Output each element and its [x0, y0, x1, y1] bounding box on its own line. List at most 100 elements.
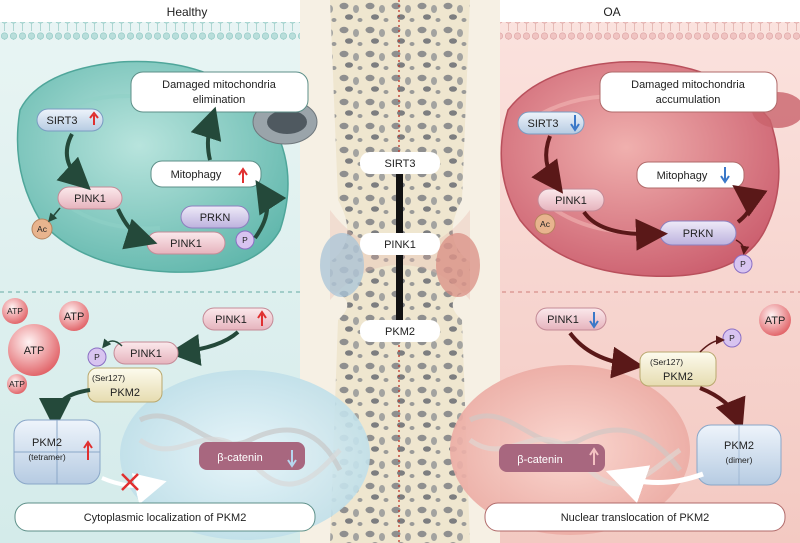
pkm2-dimer-shape	[696, 424, 782, 486]
atp-label-4: ATP	[9, 379, 25, 389]
healthy-p2-badge	[87, 347, 107, 367]
healthy-mitophagy-box	[150, 160, 262, 188]
oa-beta-catenin-label: β-catenin	[517, 454, 562, 466]
oa-pkm2-label: PKM2	[663, 371, 693, 383]
healthy-pkm2-label: PKM2	[110, 387, 140, 399]
oa-sirt3-pill	[517, 111, 585, 135]
healthy-caption-box	[14, 502, 316, 532]
healthy-title: Healthy	[167, 5, 208, 19]
oa-pink1-label: PINK1	[555, 195, 587, 207]
oa-p-label: P	[740, 259, 746, 269]
atp-label-1: ATP	[7, 306, 23, 316]
oa-pink1-pill	[537, 188, 605, 212]
oa-beta-catenin-up-arrow-icon	[589, 447, 599, 465]
healthy-damaged-box	[130, 71, 309, 113]
healthy-ac-badge	[31, 218, 53, 240]
healthy-pink1c-pill	[202, 307, 274, 331]
healthy-pink1-label: PINK1	[74, 193, 106, 205]
sirt3-to-pink1-arrow	[56, 133, 91, 191]
oa-prkn-label: PRKN	[683, 228, 714, 240]
healthy-header-strip	[0, 0, 330, 22]
oa-beta-catenin-box	[499, 444, 605, 472]
oa-pkm2-box	[639, 351, 717, 387]
healthy-caption: Cytoplasmic localization of PKM2	[84, 512, 247, 524]
healthy-p2-label: P	[94, 352, 100, 362]
healthy-pink1c-label: PINK1	[215, 314, 247, 326]
oa-membrane	[470, 22, 800, 40]
oa-ser127-label: (Ser127)	[650, 357, 683, 367]
healthy-sirt3-label: SIRT3	[47, 115, 78, 127]
healthy-pink1d-label: PINK1	[130, 348, 162, 360]
oa-pink1c-pill	[535, 307, 607, 331]
oa-pink1-to-prkn-arrow	[582, 210, 668, 251]
healthy-prkn-label: PRKN	[200, 212, 231, 224]
mitophagy-up-arrow-icon	[238, 167, 248, 183]
oa-ac-badge	[534, 213, 556, 235]
atp-circle-1	[2, 298, 28, 324]
oa-dimer-pkm2-label: PKM2	[724, 440, 754, 452]
atp-label-2: ATP	[64, 311, 85, 323]
healthy-sirt3-pill	[36, 108, 104, 132]
pink1c-up-arrow-icon	[257, 310, 267, 326]
oa-pink1c-down-arrow-icon	[589, 312, 599, 329]
pink1-to-pink1b-arrow	[116, 208, 158, 250]
oa-pkm2-to-dimer-arrow	[699, 386, 746, 432]
oa-nuclear-translocation-arrow	[605, 465, 704, 504]
healthy-membrane	[0, 22, 330, 40]
atp-circle-2	[59, 301, 89, 331]
center-pkm2-label: PKM2	[385, 326, 415, 338]
oa-mitophagy-down-arrow-icon	[720, 167, 730, 184]
oa-header-strip	[470, 0, 800, 22]
healthy-tetramer-pkm2-label: PKM2	[32, 437, 62, 449]
oa-caption-box	[484, 502, 786, 532]
atp-circle-3	[8, 324, 60, 376]
oa-damaged-line2: accumulation	[656, 94, 721, 106]
prkn-to-mitophagy-arrow	[253, 179, 287, 240]
beta-catenin-down-arrow-icon	[287, 450, 297, 468]
healthy-p-badge	[235, 230, 255, 250]
healthy-beta-catenin-label: β-catenin	[217, 452, 262, 464]
oa-prkn-to-mitophagy-arrow	[732, 184, 768, 224]
healthy-damaged-line1: Damaged mitochondria	[162, 79, 277, 91]
oa-p-badge	[733, 254, 753, 274]
oa-p2-label: P	[729, 333, 735, 343]
healthy-ac-label: Ac	[37, 224, 48, 234]
oa-pink1c-to-pkm2-arrow	[568, 331, 644, 379]
healthy-ser127-label: (Ser127)	[92, 373, 125, 383]
oa-ac-label: Ac	[540, 219, 551, 229]
center-pink1-label: PINK1	[384, 239, 416, 251]
healthy-pink1d-pill	[113, 341, 179, 365]
healthy-tetramer-label: (tetramer)	[28, 452, 65, 462]
joint-illustration	[300, 0, 500, 543]
oa-title: OA	[603, 5, 620, 19]
oa-sirt3-label: SIRT3	[528, 118, 559, 130]
tetramer-up-arrow-icon	[83, 440, 93, 460]
oa-mitophagy-label: Mitophagy	[657, 170, 708, 182]
oa-atp-label: ATP	[765, 315, 786, 327]
oa-damaged-line1: Damaged mitochondria	[631, 79, 746, 91]
oa-mitophagy-box	[636, 161, 745, 189]
healthy-pkm2-box	[87, 367, 163, 403]
healthy-p-label: P	[242, 235, 248, 245]
oa-dimer-label: (dimer)	[726, 455, 753, 465]
oa-atp-circle	[759, 304, 791, 336]
oa-sirt3-down-arrow-icon	[570, 115, 580, 132]
pink1c-to-pink1d-arrow	[168, 330, 240, 366]
pkm2-to-tetramer-arrow	[39, 388, 91, 430]
center-sirt3-label: SIRT3	[385, 158, 416, 170]
oa-pink1c-label: PINK1	[547, 314, 579, 326]
blocked-translocation-arrow	[101, 473, 167, 505]
atp-label-3: ATP	[24, 345, 45, 357]
mitophagy-to-elimination-arrow	[190, 106, 222, 161]
blocked-x-icon	[121, 473, 139, 491]
oa-caption: Nuclear translocation of PKM2	[561, 512, 710, 524]
pink1-to-ac-arrow	[48, 207, 61, 223]
sirt3-up-arrow-icon	[89, 111, 99, 125]
healthy-pink1b-label: PINK1	[170, 238, 202, 250]
oa-damaged-box	[599, 71, 778, 113]
pkm2-tetramer-shape	[13, 419, 101, 485]
oa-sirt3-to-pink1-arrow	[531, 135, 564, 194]
atp-circle-4	[7, 374, 27, 394]
